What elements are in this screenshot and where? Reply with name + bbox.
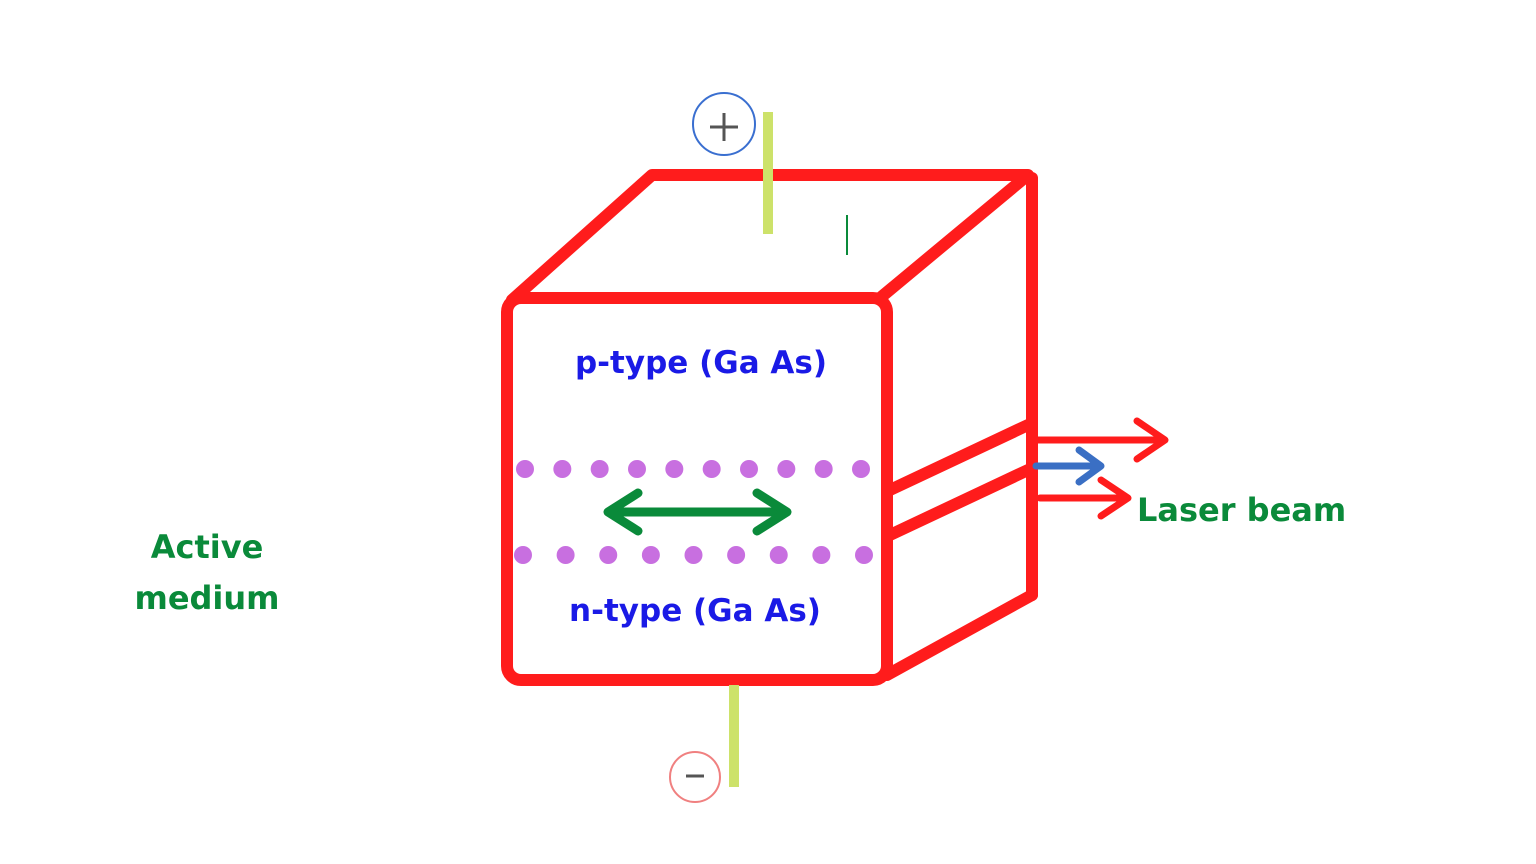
junction-stripe-bottom <box>884 464 1034 541</box>
laser-beam-label: Laser beam <box>1137 491 1346 529</box>
top-electrode <box>763 112 773 234</box>
carrier-dot <box>814 460 833 478</box>
beam-arrow-bottom <box>1036 476 1132 520</box>
carrier-dot <box>628 460 646 478</box>
carrier-dot <box>553 460 572 478</box>
carrier-dot <box>727 546 746 564</box>
carrier-dot <box>641 546 660 564</box>
active-medium-label-line2: medium <box>134 579 279 617</box>
dots-row-top <box>516 460 870 478</box>
carrier-dot <box>516 460 534 478</box>
carrier-dot <box>855 546 873 564</box>
laser-beam-arrows <box>1032 417 1169 520</box>
carrier-dot <box>684 546 703 564</box>
front-face <box>501 292 893 686</box>
top-face <box>506 169 1034 306</box>
beam-arrow-middle <box>1032 446 1105 486</box>
carrier-dot <box>590 460 609 478</box>
bottom-electrode <box>729 685 739 787</box>
laser-cube <box>501 169 1038 686</box>
carrier-dot <box>740 460 758 478</box>
carrier-dot <box>514 546 532 564</box>
carrier-dot <box>769 546 788 564</box>
plus-circle-icon <box>692 92 756 156</box>
p-type-label: p-type (Ga As) <box>575 345 827 381</box>
carrier-dot <box>599 546 618 564</box>
carrier-dot <box>556 546 575 564</box>
double-arrow <box>603 488 792 536</box>
bottom-right-edge <box>881 589 1038 681</box>
carrier-dot <box>812 546 831 564</box>
carrier-dot <box>665 460 684 478</box>
junction-stripe-top <box>884 419 1034 496</box>
dots-row-bottom <box>514 546 873 564</box>
carrier-dot <box>777 460 796 478</box>
carrier-dot <box>852 460 870 478</box>
carrier-dot <box>702 460 721 478</box>
minus-circle-icon <box>669 751 721 803</box>
n-type-label: n-type (Ga As) <box>569 593 821 629</box>
beam-arrow-top <box>1032 417 1169 463</box>
active-medium-label-line1: Active <box>151 528 264 566</box>
